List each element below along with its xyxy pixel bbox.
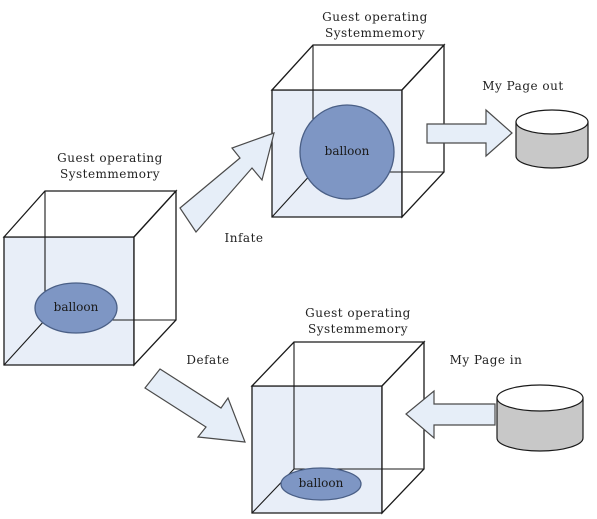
page-in-arrow (405, 389, 496, 440)
top-cube-label-line2: Systemmemory (324, 26, 426, 40)
inflate-arrow (179, 132, 275, 233)
page-in-disk (496, 384, 584, 452)
left-cube-label-line1: Guest operating (57, 151, 163, 165)
deflate-label: Defate (186, 353, 230, 367)
inflate-label: Infate (224, 231, 264, 245)
deflate-arrow (144, 368, 246, 443)
page-out-disk-top (515, 109, 589, 135)
bottom-memory-cube (250, 340, 426, 515)
page-in-disk-body (496, 397, 584, 452)
page-out-disk (515, 109, 589, 169)
top-balloon-label: balloon (324, 144, 370, 158)
page-out-label: My Page out (482, 79, 564, 93)
top-balloon (299, 104, 395, 200)
page-in-disk-top (496, 384, 584, 412)
page-out-disk-body (515, 121, 589, 169)
page-in-label: My Page in (449, 353, 523, 367)
left-balloon (34, 282, 118, 334)
left-cube-hidden-edge (3, 319, 46, 366)
page-out-arrow (426, 108, 513, 158)
top-memory-cube (270, 43, 446, 219)
bottom-cube-label-line2: Systemmemory (307, 322, 409, 336)
top-cube-hidden-edge (271, 171, 314, 218)
top-cube-label-line1: Guest operating (322, 10, 428, 24)
left-memory-cube (2, 189, 178, 367)
left-balloon-label: balloon (53, 300, 99, 314)
bottom-cube-label-line1: Guest operating (305, 306, 411, 320)
bottom-balloon (280, 467, 362, 501)
bottom-balloon-label: balloon (298, 476, 344, 490)
left-cube-label-line2: Systemmemory (59, 167, 161, 181)
